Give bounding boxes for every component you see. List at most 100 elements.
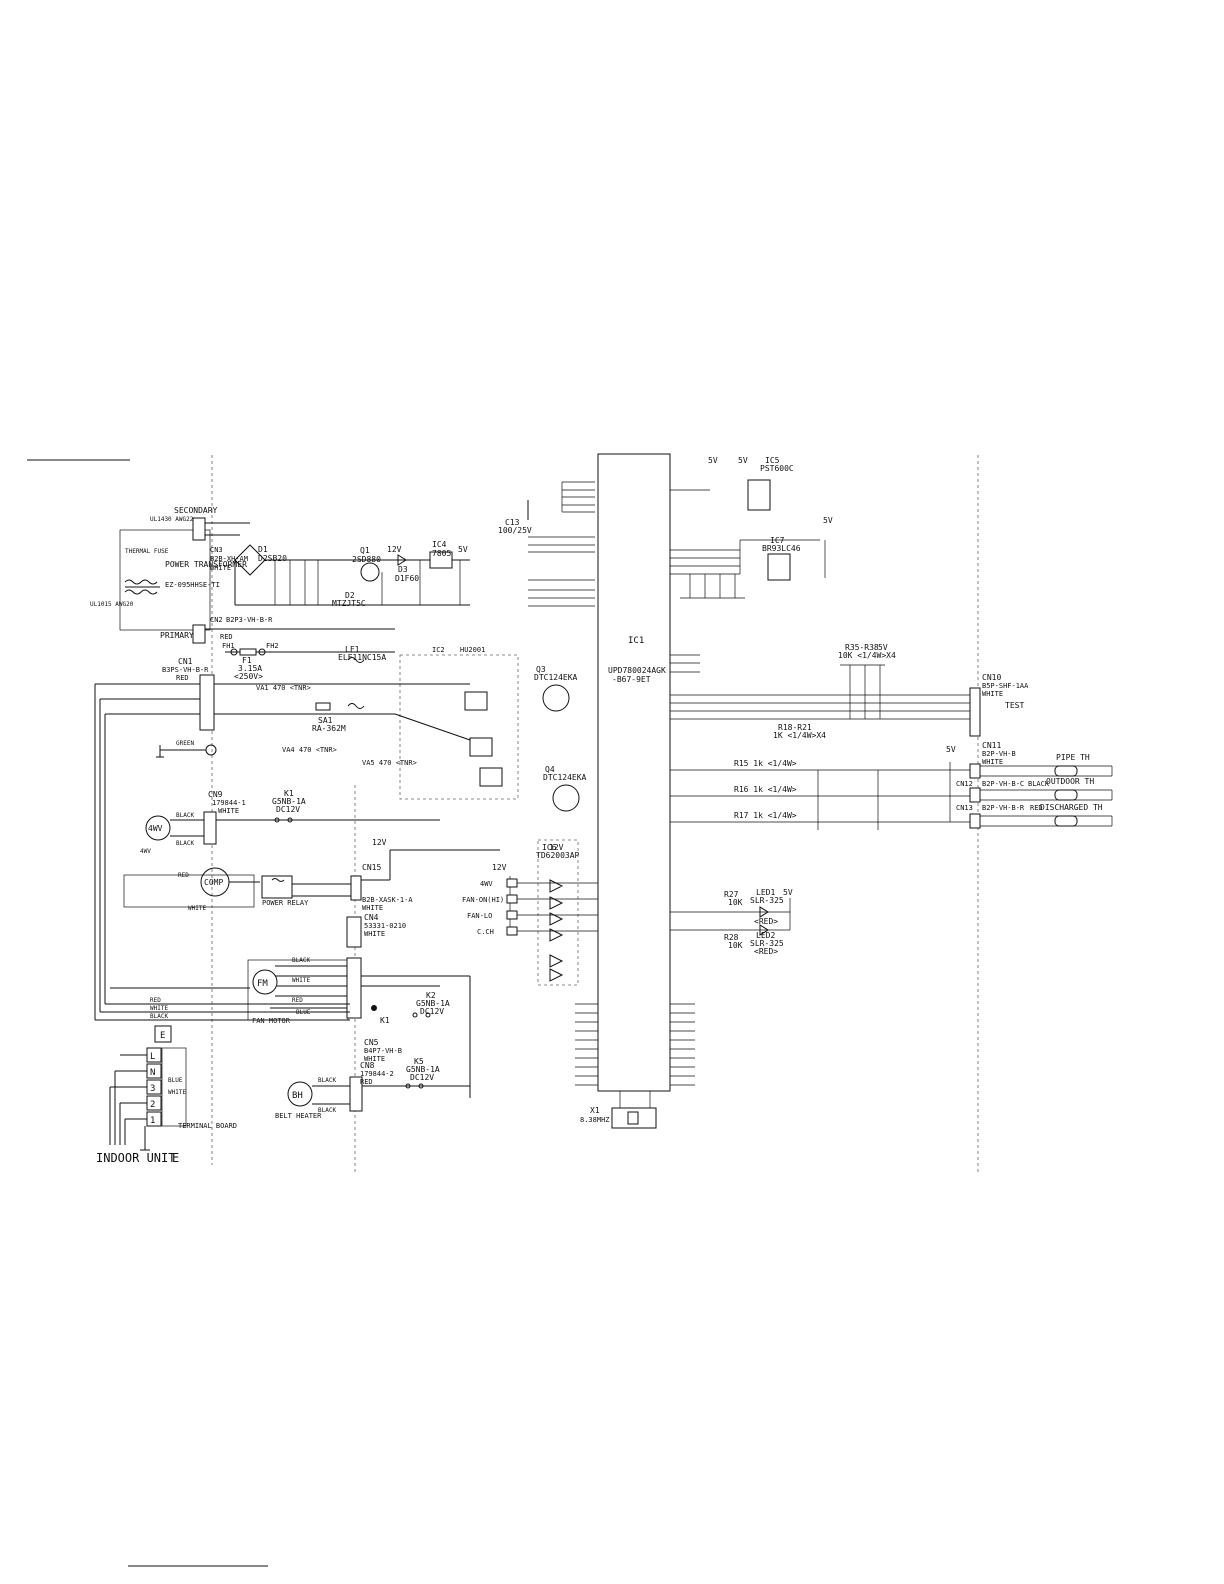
svg-text:CN3: CN3	[210, 546, 223, 554]
svg-text:7805: 7805	[432, 549, 451, 558]
svg-text:OUTDOOR TH: OUTDOOR TH	[1046, 777, 1094, 786]
svg-text:IC7: IC7	[770, 536, 785, 545]
svg-text:E: E	[160, 1031, 165, 1041]
thermistor-lines	[670, 762, 970, 830]
svg-text:G5NB-1A: G5NB-1A	[416, 999, 450, 1008]
connector-cn10: CN10 B5P-SHF-1AA WHITE TEST	[969, 673, 1029, 737]
label-5v-pullup: 5V	[878, 643, 888, 652]
svg-text:CN15: CN15	[362, 863, 381, 872]
svg-text:DTC124EKA: DTC124EKA	[534, 673, 578, 682]
svg-text:SA1: SA1	[318, 716, 333, 725]
label-12v-supply: 12V	[387, 545, 402, 554]
svg-text:B4P7-VH-B: B4P7-VH-B	[364, 1047, 402, 1055]
fan-wiring	[270, 965, 471, 1098]
svg-text:D1F60: D1F60	[395, 574, 419, 583]
svg-text:B2B-XH-AM: B2B-XH-AM	[210, 555, 248, 563]
fuse-holder-fh2: FH2	[258, 642, 279, 656]
svg-text:B2P-VH-B: B2P-VH-B	[982, 750, 1016, 758]
photocoupler-ic2: IC2 HU2001	[399, 646, 519, 800]
connector-cn4: CN4 53331-0210 WHITE	[346, 913, 406, 948]
svg-text:B5P-SHF-1AA: B5P-SHF-1AA	[982, 682, 1029, 690]
relay-k1-contact: K1	[371, 1005, 390, 1025]
resistor-r28-value: 10K	[728, 941, 743, 950]
label-12v-ic6: 12V	[549, 843, 564, 852]
svg-text:RED: RED	[360, 1078, 373, 1086]
svg-text:R18-R21: R18-R21	[778, 723, 812, 732]
svg-text:WHITE: WHITE	[982, 690, 1003, 698]
svg-text:D2SB20: D2SB20	[258, 554, 287, 563]
svg-text:CN12: CN12	[956, 780, 973, 788]
svg-text:1: 1	[150, 1116, 155, 1126]
ic1-power-rails	[528, 481, 595, 607]
svg-text:K1: K1	[380, 1016, 390, 1025]
svg-text:179844-2: 179844-2	[360, 1070, 394, 1078]
svg-text:C13: C13	[505, 518, 520, 527]
svg-text:53331-0210: 53331-0210	[364, 922, 406, 930]
label-5v-ic5b: 5V	[738, 456, 748, 465]
svg-text:X1: X1	[590, 1106, 600, 1115]
svg-text:F1: F1	[242, 656, 252, 665]
power-relay: POWER RELAY	[261, 875, 309, 907]
svg-text:WHITE: WHITE	[982, 758, 1003, 766]
led1: LED1 SLR-325 <RED>	[670, 888, 790, 926]
resistor-r28: R28	[724, 933, 739, 942]
svg-text:BH: BH	[292, 1091, 303, 1101]
svg-text:DC12V: DC12V	[410, 1073, 434, 1082]
power-passives	[274, 560, 461, 605]
svg-text:3.15A: 3.15A	[238, 664, 262, 673]
fuse-holder-fh1: FH1	[222, 642, 238, 656]
svg-text:<RED>: <RED>	[754, 947, 778, 956]
resistor-r16: R16 1k <1/4W>	[734, 785, 797, 794]
relay-k2: K2 G5NB-1A DC12V	[412, 991, 450, 1018]
svg-text:3: 3	[150, 1084, 155, 1094]
svg-text:Q4: Q4	[545, 765, 555, 774]
driver-outputs	[506, 876, 598, 936]
resistors-r18-r21: R18-R21 1K <1/4W>X4	[773, 723, 826, 740]
wire-blue-fan: BLUE	[296, 1009, 311, 1016]
svg-text:PST600C: PST600C	[760, 464, 794, 473]
diode-d3: D3 D1F60	[395, 554, 419, 583]
capacitor-c13: C13 100/25V	[498, 518, 532, 535]
svg-text:B3PS-VH-B-R: B3PS-VH-B-R	[162, 666, 209, 674]
svg-text:DC12V: DC12V	[420, 1007, 444, 1016]
wire-red-comp: RED	[178, 872, 189, 879]
svg-text:MTZJT5C: MTZJT5C	[332, 599, 366, 608]
label-5v-supply: 5V	[458, 545, 468, 554]
wire-black-feed: BLACK	[150, 1013, 168, 1020]
mcu-ic1: IC1 UPD780024AGK -B67-9ET	[597, 453, 671, 1092]
svg-text:L: L	[150, 1052, 155, 1062]
svg-text:RA-362M: RA-362M	[312, 724, 346, 733]
eeprom-passives	[680, 540, 826, 599]
transistor-q4: Q4 DTC124EKA	[543, 765, 587, 812]
svg-text:D2: D2	[345, 591, 355, 600]
svg-text:ELF11NC15A: ELF11NC15A	[338, 653, 386, 662]
wire-red-fan: RED	[292, 997, 303, 1004]
connector-cn3: CN3 B2B-XH-AM WHITE	[192, 517, 248, 572]
crystal-x1: X1 8.38MHZ	[580, 1091, 657, 1129]
svg-text:N: N	[150, 1068, 155, 1078]
led2: LED2 SLR-325 <RED>	[670, 924, 790, 956]
svg-text:<RED>: <RED>	[754, 917, 778, 926]
svg-text:K2: K2	[426, 991, 436, 1000]
test-signal-lines	[670, 664, 970, 720]
svg-text:B2P3-VH-B-R: B2P3-VH-B-R	[226, 616, 273, 624]
svg-text:D1: D1	[258, 545, 268, 554]
svg-text:CN2: CN2	[210, 616, 223, 624]
svg-text:WHITE: WHITE	[210, 564, 231, 572]
svg-text:TEST: TEST	[1005, 701, 1024, 710]
svg-text:Q3: Q3	[536, 665, 546, 674]
wire-white-feed: WHITE	[150, 1005, 168, 1012]
svg-text:WHITE: WHITE	[364, 930, 385, 938]
bridge-d1: D1 D2SB20	[234, 544, 287, 576]
label-awg-primary: UL1015 AWG20	[90, 601, 134, 608]
relay-k1: K1 G5NB-1A DC12V	[272, 789, 306, 823]
svg-text:LED1: LED1	[756, 888, 775, 897]
svg-text:CN5: CN5	[364, 1038, 379, 1047]
wire-black-4wv-a: BLACK	[176, 812, 194, 819]
svg-text:K5: K5	[414, 1057, 424, 1066]
svg-text:IC2: IC2	[432, 646, 445, 654]
svg-text:D3: D3	[398, 565, 408, 574]
svg-text:8.38MHZ: 8.38MHZ	[580, 1116, 610, 1124]
svg-text:B2P-VH-B-R: B2P-VH-B-R	[982, 804, 1025, 812]
